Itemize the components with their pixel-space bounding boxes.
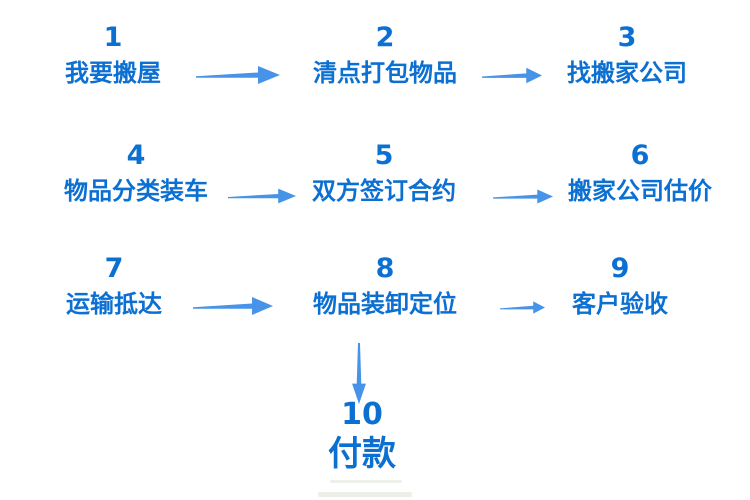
step-2: 2 清点打包物品 <box>275 22 495 88</box>
step-number: 4 <box>126 140 146 171</box>
step-label: 物品装卸定位 <box>313 290 457 318</box>
step-4: 4 物品分类装车 <box>26 140 246 206</box>
step-number: 3 <box>617 22 637 53</box>
step-8: 8 物品装卸定位 <box>275 253 495 319</box>
step-label: 双方签订合约 <box>312 177 456 205</box>
step-number: 7 <box>104 253 124 284</box>
arrow-right-icon <box>493 189 553 204</box>
arrow-right-icon <box>500 301 545 314</box>
step-6: 6 搬家公司估价 <box>530 140 750 206</box>
step-1: 1 我要搬屋 <box>3 22 223 88</box>
step-label: 搬家公司估价 <box>568 177 712 205</box>
step-9: 9 客户验收 <box>510 253 730 319</box>
cropped-content-artifact <box>318 492 412 497</box>
step-label: 付款 <box>328 434 396 474</box>
step-10: 10 付款 <box>252 397 472 475</box>
step-number: 2 <box>375 22 395 53</box>
arrow-down-icon <box>352 343 366 404</box>
arrow-right-icon <box>482 67 542 84</box>
step-label: 我要搬屋 <box>65 59 161 87</box>
step-number: 8 <box>375 253 395 284</box>
step-3: 3 找搬家公司 <box>517 22 737 88</box>
arrow-right-icon <box>228 188 296 204</box>
step-5: 5 双方签订合约 <box>274 140 494 206</box>
step-label: 客户验收 <box>572 290 668 318</box>
step-number: 1 <box>103 22 123 53</box>
step-label: 运输抵达 <box>66 290 162 318</box>
step-label: 找搬家公司 <box>567 59 687 87</box>
step-label: 物品分类装车 <box>64 177 208 205</box>
arrow-right-icon <box>196 66 280 84</box>
step-label: 清点打包物品 <box>313 59 457 87</box>
step-number: 9 <box>610 253 630 284</box>
cropped-content-artifact <box>330 480 402 483</box>
step-number: 5 <box>374 140 394 171</box>
step-number: 10 <box>341 397 383 432</box>
step-7: 7 运输抵达 <box>4 253 224 319</box>
step-number: 6 <box>630 140 650 171</box>
arrow-right-icon <box>193 297 273 315</box>
